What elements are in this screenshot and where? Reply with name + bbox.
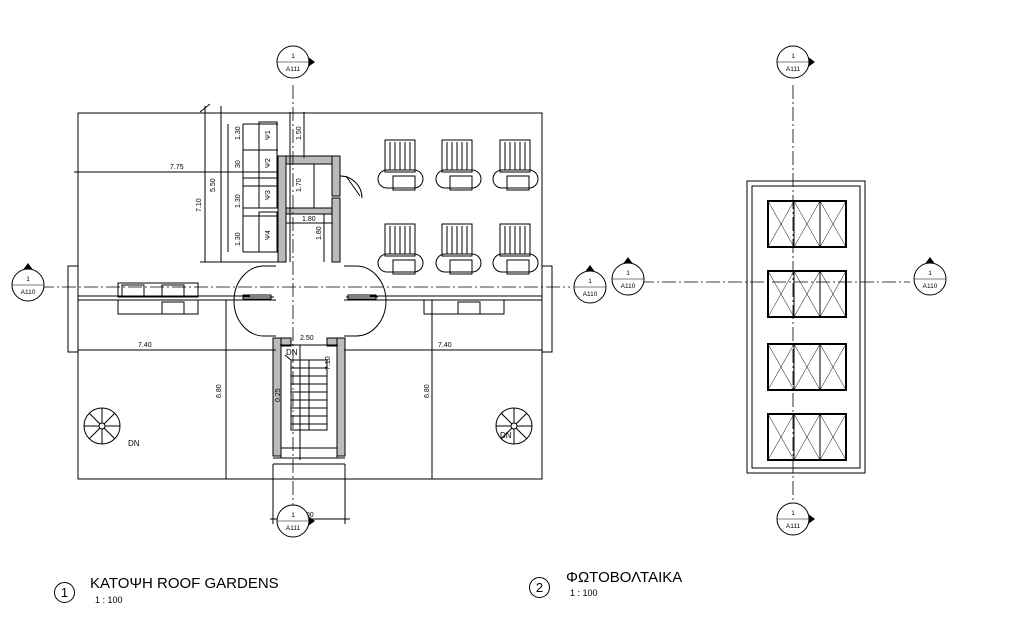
section-marker-number: 1	[291, 512, 295, 519]
spiral-stair-left	[83, 407, 121, 445]
dim-right-height: 6.80	[424, 384, 431, 398]
section-marker-sheet: A111	[286, 525, 301, 532]
main-stair	[273, 354, 345, 465]
section-marker-number: 1	[291, 53, 295, 60]
dim-top-width: 7.75	[170, 164, 184, 171]
view-1-title: ΚΑΤΟΨΗ ROOF GARDENS	[90, 575, 279, 592]
sun-loungers	[377, 139, 539, 275]
dim-stair-height: 7.10	[325, 356, 332, 370]
dim-stack-4: 1.30	[235, 232, 242, 246]
view-2-scale: 1 : 100	[570, 588, 598, 598]
section-marker-number: 1	[791, 53, 795, 60]
section-marker-sheet: A110	[923, 283, 938, 290]
dim-stack-total: 5.50	[210, 178, 217, 192]
spiral-stair-right	[495, 407, 533, 445]
tank-label-4: Ψ4	[265, 230, 272, 240]
section-marker-sheet: A110	[21, 289, 36, 296]
view-1-number: 1	[54, 582, 75, 603]
tank-label-2: Ψ2	[265, 158, 272, 168]
spiral-left-dn-label: DN	[128, 439, 140, 448]
dim-stack-3: 1.30	[235, 194, 242, 208]
stair-dn-label: DN	[286, 348, 298, 357]
dim-stair-mid: 0.25	[275, 388, 282, 402]
view-1-scale: 1 : 100	[95, 595, 123, 605]
section-marker-number: 1	[26, 276, 30, 283]
water-tanks	[242, 121, 278, 253]
view-2-number: 2	[529, 577, 550, 598]
spiral-right-dn-label: DN	[500, 431, 512, 440]
dim-left-height: 6.80	[216, 384, 223, 398]
section-marker-sheet: A111	[786, 523, 801, 530]
section-marker-number: 1	[626, 270, 630, 277]
section-marker-sheet: A111	[786, 66, 801, 73]
dim-shaft-top: 1.50	[296, 126, 303, 140]
stair-core	[272, 155, 363, 457]
section-marker-sheet: A111	[286, 66, 301, 73]
dim-shaft-height: 1.70	[296, 178, 303, 192]
section-marker-sheet: A110	[621, 283, 636, 290]
section-marker-number: 1	[791, 510, 795, 517]
dim-top-height: 7.10	[196, 198, 203, 212]
dim-stack-2: 30	[235, 160, 242, 168]
pv-layout	[746, 180, 866, 474]
dim-right-width: 7.40	[438, 342, 452, 349]
tank-label-3: Ψ3	[265, 190, 272, 200]
tank-label-1: Ψ1	[265, 130, 272, 140]
dim-core-height: 1.80	[316, 226, 323, 240]
section-marker-number: 1	[588, 278, 592, 285]
dim-left-width: 7.40	[138, 342, 152, 349]
section-marker-number: 1	[928, 270, 932, 277]
section-marker-sheet: A110	[583, 291, 598, 298]
dim-core-width: 1.80	[302, 216, 316, 223]
view-2-title: ΦΩΤΟΒΟΛΤΑΙΚΑ	[566, 569, 683, 586]
dim-stack-1: 1.30	[235, 126, 242, 140]
dim-stair-width: 2.50	[300, 335, 314, 342]
